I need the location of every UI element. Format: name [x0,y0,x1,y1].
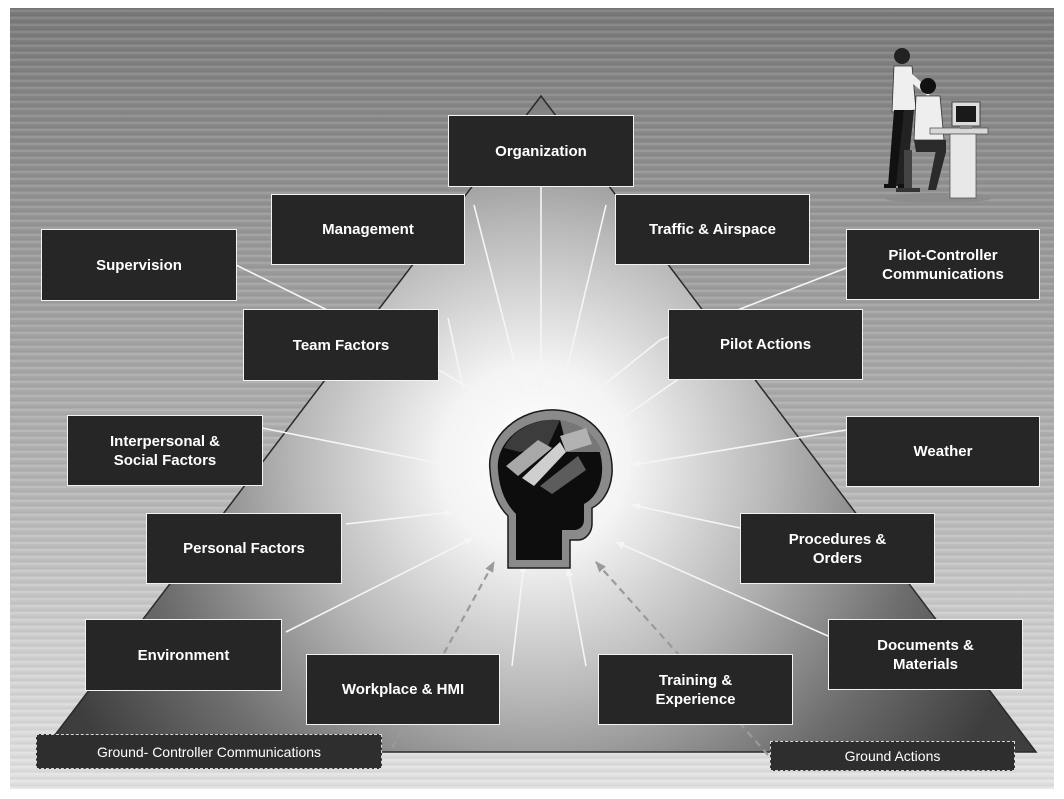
box-environment: Environment [85,619,282,691]
box-ground-actions: Ground Actions [770,741,1015,771]
arrow-pilot-actions [584,339,661,401]
box-procedures-orders: Procedures & Orders [740,513,935,584]
box-supervision: Supervision [41,229,237,301]
arrow-procedures-orders [631,503,741,529]
box-ground-controller-communications: Ground- Controller Communications [36,734,382,769]
box-organization: Organization [448,115,634,187]
operators-at-workstation-icon [884,48,992,203]
arrow-training-experience [565,567,587,667]
box-management: Management [271,194,465,265]
arrow-environment [285,537,474,633]
arrow-personal-factors [345,509,454,525]
arrow-traffic-airspace [558,204,607,399]
box-pilot-controller-communications: Pilot-Controller Communications [846,229,1040,300]
box-team-factors: Team Factors [243,309,439,381]
arrow-interpersonal [261,427,454,468]
human-head-icon [489,409,613,569]
arrow-documents-materials [615,541,829,637]
arrow-workplace-hmi [511,563,527,667]
box-pilot-actions: Pilot Actions [668,309,863,380]
box-weather: Weather [846,416,1040,487]
box-personal-factors: Personal Factors [146,513,342,584]
arrow-team-factors-direct [447,317,474,431]
box-interpersonal-social-factors: Interpersonal & Social Factors [67,415,263,486]
box-documents-materials: Documents & Materials [828,619,1023,690]
arrow-pilot-actions-direct [607,377,681,429]
box-workplace-hmi: Workplace & HMI [306,654,500,725]
arrow-weather [631,429,847,468]
arrows [235,187,847,667]
box-traffic-airspace: Traffic & Airspace [615,194,810,265]
box-training-experience: Training & Experience [598,654,793,725]
arrow-management [473,204,524,393]
